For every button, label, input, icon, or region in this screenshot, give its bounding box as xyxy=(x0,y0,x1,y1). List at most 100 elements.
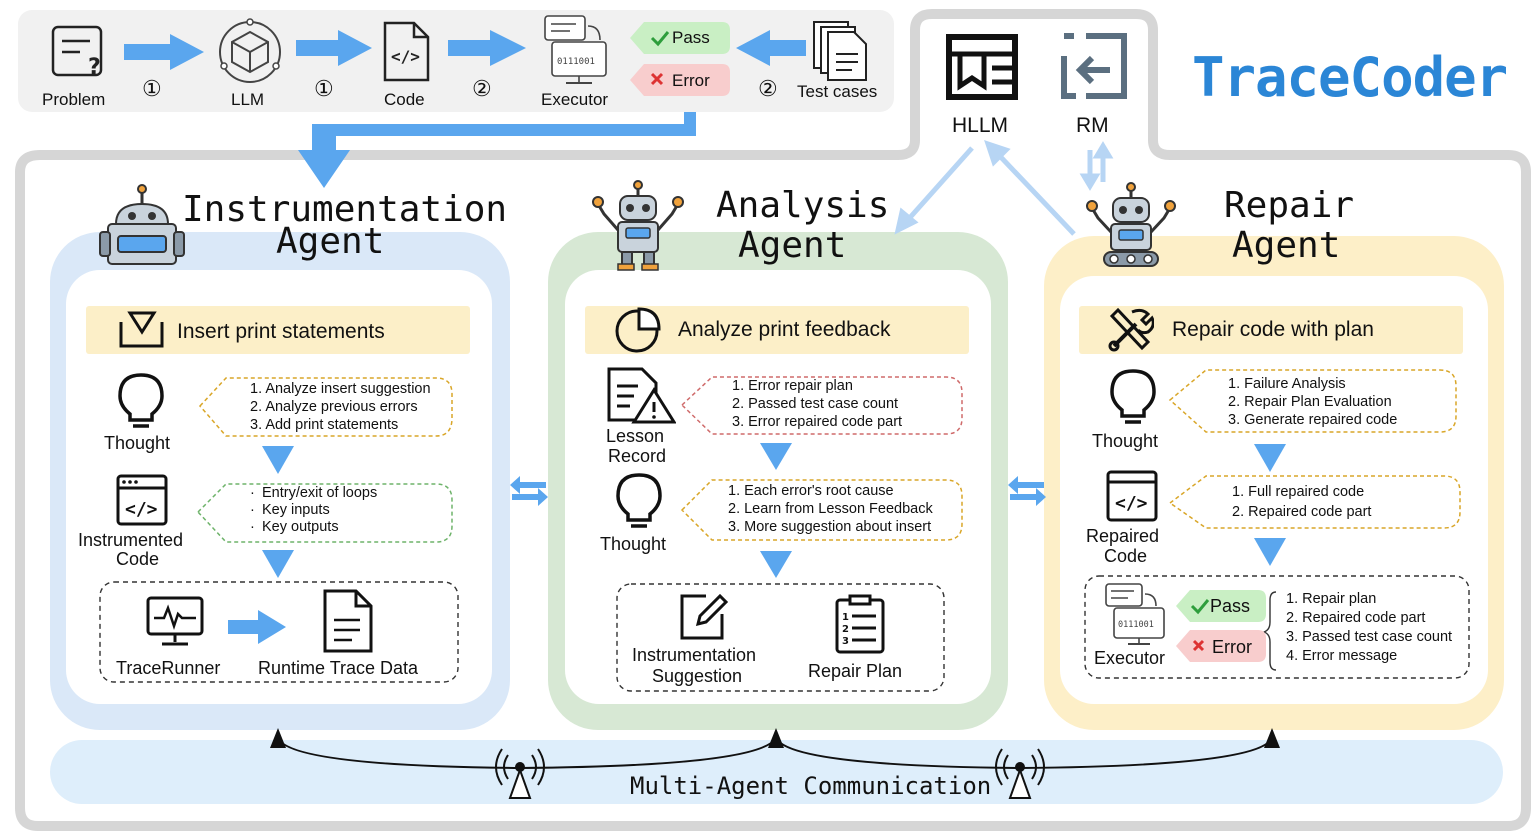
hllm-icon xyxy=(946,34,1018,100)
thought-item: 2. Analyze previous errors xyxy=(250,399,418,415)
tracerunner-monitor-icon xyxy=(146,596,204,646)
svg-text:?: ? xyxy=(88,55,101,80)
instrumentation-header: Insert print statements xyxy=(177,320,385,343)
cross-icon xyxy=(650,72,664,86)
step-1-marker: ① xyxy=(142,76,162,101)
thought-item: 2. Learn from Lesson Feedback xyxy=(728,501,933,517)
top-pass-label: Pass xyxy=(672,28,710,47)
thought-label: Thought xyxy=(104,433,171,453)
check-icon xyxy=(1190,599,1210,615)
instrumentation-robot-icon xyxy=(99,184,185,265)
executor-label: Executor xyxy=(541,90,609,109)
repair-pass-label: Pass xyxy=(1210,596,1251,616)
top-error-label: Error xyxy=(672,71,710,90)
repair-title-line2: Agent xyxy=(1232,225,1341,266)
lesson-item: 2. Passed test case count xyxy=(732,396,899,412)
thought-item: 1. Failure Analysis xyxy=(1228,376,1346,392)
code-item: 1. Full repaired code xyxy=(1232,484,1365,500)
code-item: 2. Repaired code part xyxy=(1232,504,1372,520)
llm-label: LLM xyxy=(231,90,265,109)
result-item: 4. Error message xyxy=(1286,648,1398,664)
repair-title: Repair xyxy=(1224,185,1355,226)
repair-robot-icon xyxy=(1086,182,1176,267)
check-icon xyxy=(650,31,670,47)
repaired-code-icon: </> xyxy=(1106,470,1158,522)
analysis-header: Analyze print feedback xyxy=(678,318,891,341)
repair-error-label: Error xyxy=(1212,637,1252,657)
hllm-label: HLLM xyxy=(952,114,1009,137)
lesson-label: Lesson xyxy=(606,426,665,446)
executor-icon: 0111001 xyxy=(544,15,607,84)
edit-pencil-icon xyxy=(680,593,729,640)
instrumentation-suggestion-label: Instrumentation xyxy=(632,645,757,665)
thought-label: Thought xyxy=(600,534,667,554)
svg-text:0111001: 0111001 xyxy=(1118,620,1154,630)
result-item: 1. Repair plan xyxy=(1286,591,1377,607)
svg-text:</>: </> xyxy=(125,499,158,520)
svg-text:</>: </> xyxy=(1115,493,1148,514)
thought-item: 3. Add print statements xyxy=(250,417,399,433)
lesson-label-line2: Record xyxy=(608,446,667,466)
thought-item: 1. Each error's root cause xyxy=(728,483,894,499)
analysis-robot-icon xyxy=(592,180,684,271)
svg-text:2: 2 xyxy=(842,624,849,635)
svg-text:3: 3 xyxy=(842,636,849,647)
executor-label: Executor xyxy=(1094,648,1166,668)
repair-header: Repair code with plan xyxy=(1172,318,1374,341)
svg-text:</>: </> xyxy=(391,47,420,66)
step-1-marker: ① xyxy=(314,76,334,101)
communication-bar xyxy=(50,740,1503,804)
antenna-icon xyxy=(495,748,545,799)
insert-icon xyxy=(119,311,164,348)
problem-icon: ? xyxy=(51,25,103,80)
analysis-title: Analysis xyxy=(716,185,890,226)
instrumentation-title: Instrumentation xyxy=(182,189,508,230)
thought-item: 3. More suggestion about insert xyxy=(728,519,932,535)
code-item: Key inputs xyxy=(262,502,330,518)
repaired-code-label-line2: Code xyxy=(1104,546,1148,566)
thought-item: 3. Generate repaired code xyxy=(1228,412,1398,428)
clipboard-list-icon: 1 2 3 xyxy=(835,594,885,654)
cross-icon xyxy=(1192,639,1205,652)
result-item: 3. Passed test case count xyxy=(1286,629,1453,645)
panel-link-arrows xyxy=(510,476,1046,506)
instrumented-code-label-line2: Code xyxy=(116,549,160,569)
antenna-icon xyxy=(995,748,1045,799)
top-flow-arrows xyxy=(124,30,806,188)
lesson-item: 3. Error repaired code part xyxy=(732,414,903,430)
instrumented-code-icon: </> xyxy=(116,474,168,526)
llm-icon xyxy=(219,18,281,83)
code-file-icon: </> xyxy=(383,21,430,82)
thought-item: 1. Analyze insert suggestion xyxy=(250,381,431,397)
pie-chart-icon xyxy=(615,307,661,353)
thought-label: Thought xyxy=(1092,431,1159,451)
result-item: 2. Repaired code part xyxy=(1286,610,1426,626)
lesson-record-icon xyxy=(607,367,676,424)
executor-icon: 0111001 xyxy=(1105,583,1165,645)
lightbulb-icon xyxy=(118,373,164,428)
page-title: TraceCoder xyxy=(1192,46,1508,109)
test-cases-label: Test cases xyxy=(797,82,878,101)
code-item: Key outputs xyxy=(262,519,339,535)
svg-text:1: 1 xyxy=(842,612,849,623)
instrumentation-suggestion-label-line2: Suggestion xyxy=(652,666,743,686)
step-2-marker: ② xyxy=(472,76,492,101)
tracerunner-label: TraceRunner xyxy=(116,658,221,678)
thought-item: 2. Repair Plan Evaluation xyxy=(1228,394,1392,410)
test-cases-icon xyxy=(813,21,867,81)
repair-plan-label: Repair Plan xyxy=(808,661,903,681)
lightbulb-icon xyxy=(616,473,662,528)
runtime-trace-label: Runtime Trace Data xyxy=(258,658,419,678)
instrumented-code-label: Instrumented xyxy=(78,530,184,550)
lightbulb-icon xyxy=(1110,369,1156,424)
communication-label: Multi-Agent Communication xyxy=(630,772,992,800)
instrumentation-title-line2: Agent xyxy=(276,221,385,262)
svg-text:0111001: 0111001 xyxy=(557,57,595,67)
lesson-item: 1. Error repair plan xyxy=(732,378,853,394)
analysis-title-line2: Agent xyxy=(738,225,847,266)
repaired-code-label: Repaired xyxy=(1086,526,1160,546)
main-frame xyxy=(15,9,1531,831)
tools-icon xyxy=(1108,307,1154,352)
code-item: Entry/exit of loops xyxy=(262,485,378,501)
